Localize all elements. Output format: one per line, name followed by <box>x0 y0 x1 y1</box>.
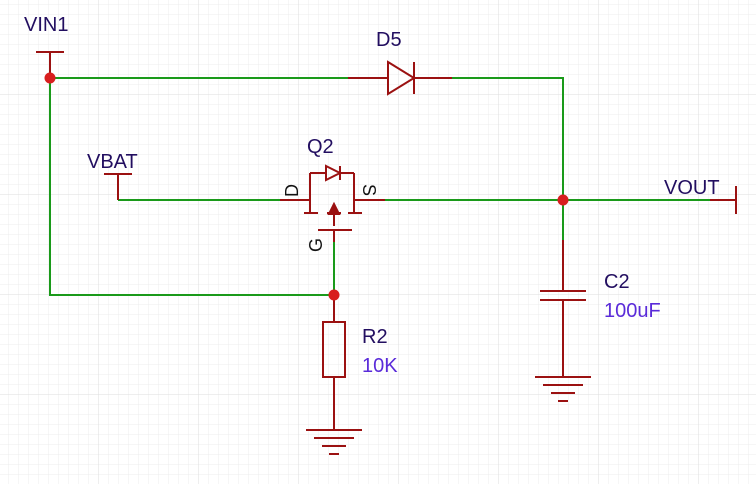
ground-c2-symbol <box>535 376 591 402</box>
vin-net-label: VIN1 <box>24 14 68 36</box>
ground-r2-symbol <box>306 429 362 455</box>
capacitor-c2-symbol[interactable] <box>540 240 586 377</box>
resistor-r2-symbol[interactable] <box>322 295 346 430</box>
resistor-designator: R2 <box>362 326 388 348</box>
diode-designator: D5 <box>376 29 402 51</box>
capacitor-value: 100uF <box>604 300 661 322</box>
junctions <box>44 72 569 301</box>
junction-gate <box>328 289 340 301</box>
capacitor-designator: C2 <box>604 271 630 293</box>
diode-d5-symbol[interactable] <box>348 60 452 96</box>
junction-vin <box>44 72 56 84</box>
mosfet-pin-source: S <box>359 184 379 196</box>
wire-vin-down-to-gate-node <box>49 78 334 296</box>
vout-port-symbol <box>710 186 737 214</box>
mosfet-pin-drain: D <box>282 184 302 197</box>
vout-net-label: VOUT <box>664 177 720 199</box>
vbat-port-symbol <box>104 173 132 200</box>
mosfet-pin-gate: G <box>306 238 326 252</box>
junction-vout <box>557 194 569 206</box>
wire-diode-to-vout-node <box>452 77 564 200</box>
wires <box>49 77 710 296</box>
mosfet-q2-symbol[interactable] <box>280 164 385 242</box>
mosfet-designator: Q2 <box>307 136 334 158</box>
resistor-value: 10K <box>362 355 398 377</box>
vbat-net-label: VBAT <box>87 151 138 173</box>
